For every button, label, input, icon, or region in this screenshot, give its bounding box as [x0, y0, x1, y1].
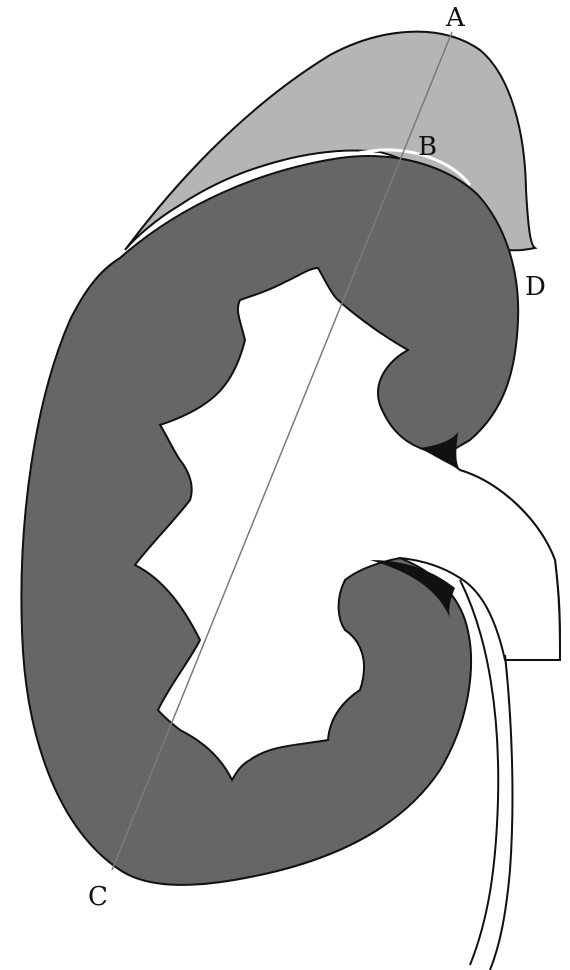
- label-point-c: C: [88, 882, 108, 912]
- label-point-a: A: [445, 3, 466, 33]
- label-point-d: D: [525, 272, 546, 302]
- label-point-b: B: [418, 132, 437, 162]
